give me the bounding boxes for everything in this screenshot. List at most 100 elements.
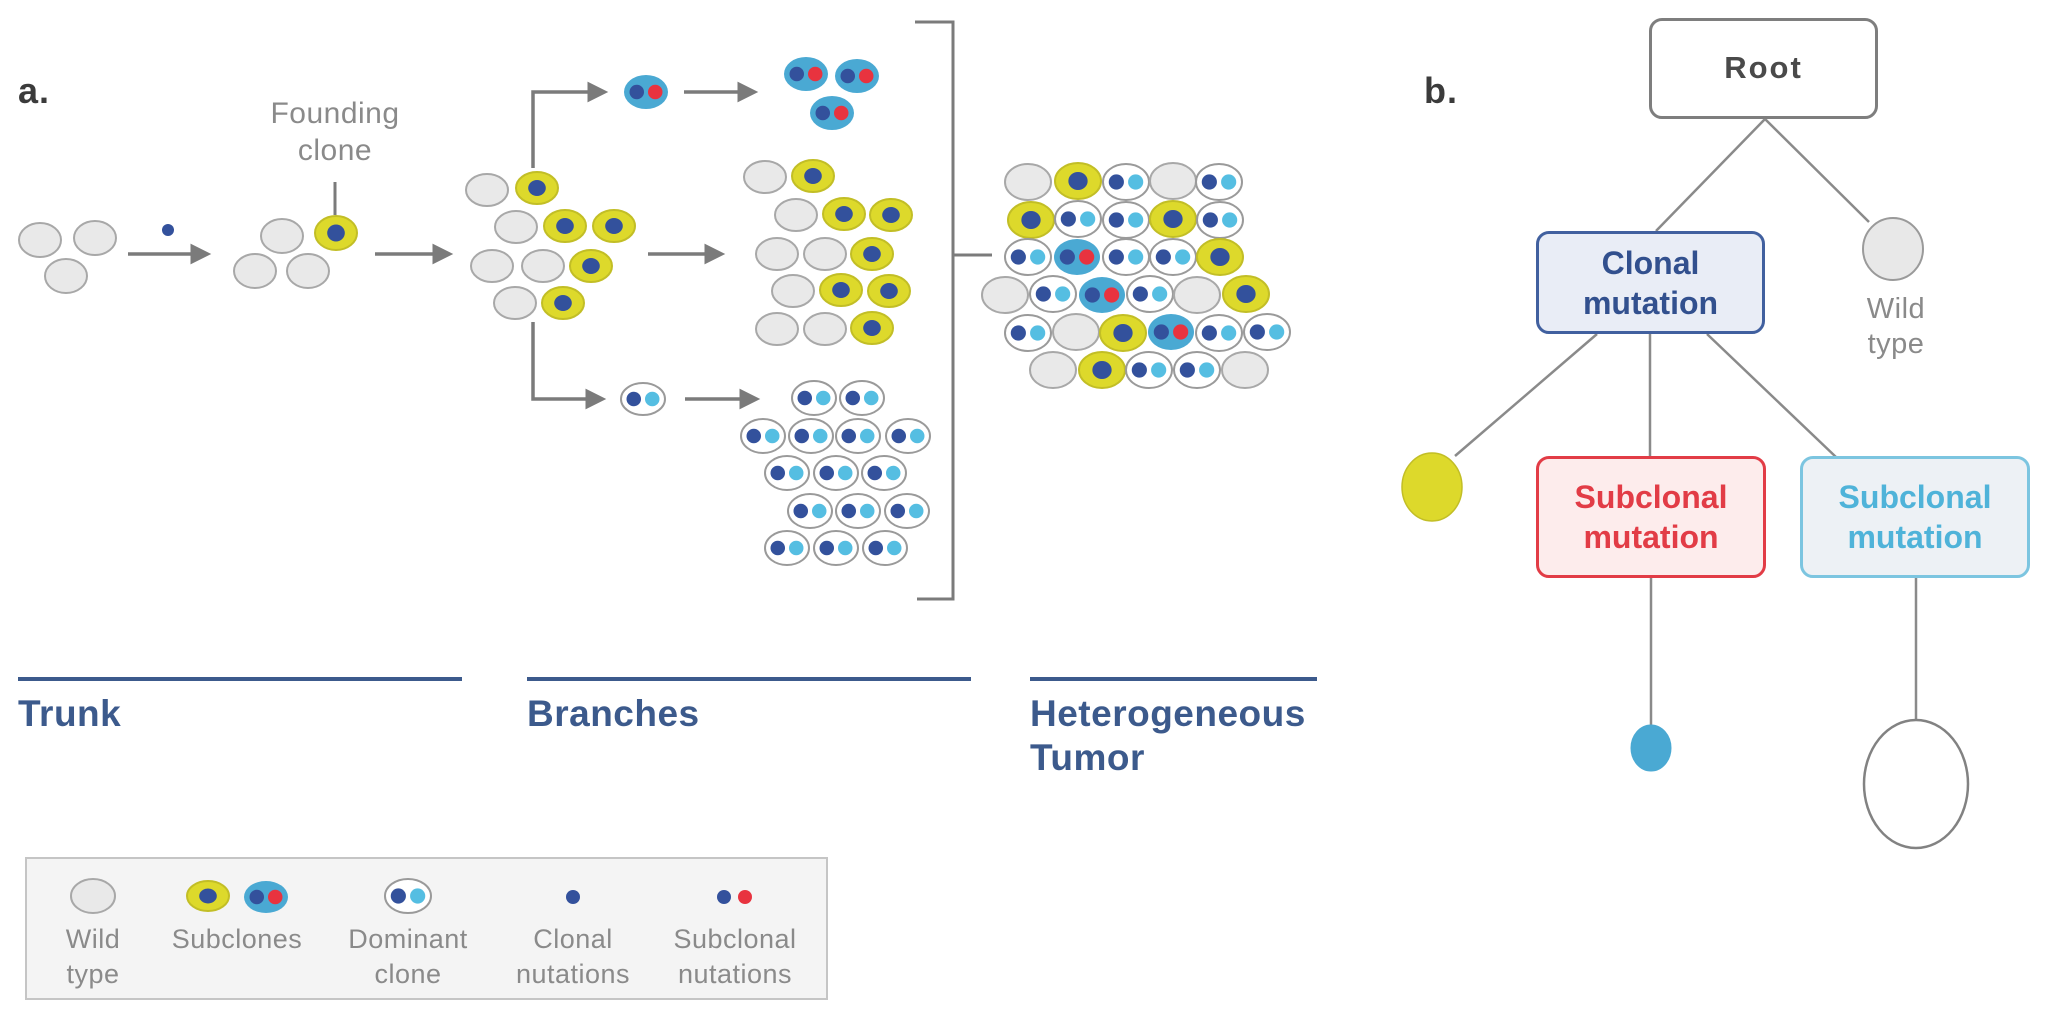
clonal-mutation-dot (1108, 249, 1124, 265)
bracket (915, 20, 955, 601)
tree-edge (1764, 118, 1870, 223)
subclonal-mutation-dot (647, 84, 663, 100)
subclonal-mutation-dot (738, 890, 752, 904)
dominant-clone-cell (384, 878, 432, 914)
wild-type-cell (44, 258, 88, 294)
tree-node-root: Root (1649, 18, 1878, 119)
dominant-clone-cell (1004, 238, 1052, 276)
wild-type-cell (1029, 351, 1077, 389)
clonal-mutation-dot (1108, 174, 1124, 190)
subclonal-mutation-dot (1221, 325, 1237, 341)
clonal-mutation-dot (1236, 285, 1256, 303)
clonal-mutation-dot (249, 889, 265, 905)
section-label-heterogeneous-tumor: Heterogeneous Tumor (1030, 693, 1306, 779)
dominant-clone-cell (787, 493, 833, 529)
subclonal-mutation-dot (644, 391, 660, 407)
dominant-clone-cell (1195, 314, 1243, 352)
subclonal-mutation-dot (837, 540, 853, 556)
wild-type-cell (1149, 162, 1197, 200)
wild-type-cell (470, 249, 514, 283)
clonal-mutation-dot (770, 465, 786, 481)
wild-type-cell (286, 253, 330, 289)
legend-label-clonal-nutations: Clonal nutations (515, 924, 631, 989)
dominant-clone-cell (1195, 163, 1243, 201)
subclonal-mutation-dot (858, 68, 874, 84)
clonal-mutation-dot (863, 246, 881, 262)
subclonal-mutation-dot (812, 428, 828, 444)
branch-arrow (531, 322, 607, 410)
clonal-mutation-dot (605, 218, 623, 234)
wild-type-cell (755, 312, 799, 346)
wild-type-cell (803, 312, 847, 346)
dominant-clone-cell (764, 530, 810, 566)
clonal-mutation-dot (1108, 212, 1124, 228)
dominant-clone-cell (1004, 314, 1052, 352)
clonal-mutation-dot (554, 295, 572, 311)
subclonal-mutation-dot (1030, 249, 1046, 265)
subclonal-mutation-dot (410, 888, 426, 904)
founding-clone-annotation: Founding clone (270, 97, 400, 167)
section-label-trunk: Trunk (18, 693, 122, 734)
subclonal-mutation-dot (764, 428, 780, 444)
subclonal-mutation-dot (859, 428, 875, 444)
dominant-clone-cell (791, 380, 837, 416)
dominant-clone-cell (813, 455, 859, 491)
blue-subclone-cell (1079, 277, 1125, 313)
clonal-mutation-dot (1153, 324, 1169, 340)
dominant-clone-cell (788, 418, 834, 454)
subclonal-mutation-dot (1128, 174, 1144, 190)
subclonal-mutation-dot (1151, 362, 1167, 378)
subclonal-mutation-dot (1221, 174, 1237, 190)
clonal-mutation-dot (815, 105, 831, 121)
wild-type-cell (73, 220, 117, 256)
subclonal-mutation-dot (815, 390, 831, 406)
dominant-clone-cell (884, 493, 930, 529)
wild-type-cell (803, 237, 847, 271)
clonal-mutation-dot (867, 465, 883, 481)
panel-a-label: a. (18, 70, 51, 111)
clonal-mutation-dot (794, 428, 810, 444)
tree-node-subclonal-mutation-red: Subclonal mutation (1536, 456, 1766, 578)
clonal-mutation-dot (891, 428, 907, 444)
dominant-clone-cell (1126, 275, 1174, 313)
blue-subclone-cell (1054, 239, 1100, 275)
blue-subclone-cell (624, 75, 668, 109)
clonal-mutation-dot (1010, 249, 1026, 265)
blue-subclone-cell (244, 881, 288, 913)
dominant-clone-cell (862, 530, 908, 566)
clonal-mutation-dot (793, 503, 809, 519)
subclonal-mutation-dot (1175, 249, 1191, 265)
dominant-clone-cell (861, 455, 907, 491)
dominant-clone-cell (764, 455, 810, 491)
subclonal-mutation-dot (908, 503, 924, 519)
subclonal-mutation-dot (833, 105, 849, 121)
clonal-mutation-dot (1132, 286, 1148, 302)
dominant-clone-cell (835, 418, 881, 454)
clonal-mutation-dot (890, 503, 906, 519)
tree-edge (1655, 118, 1766, 232)
clonal-mutation-dot (717, 890, 731, 904)
clonal-mutation-dot (840, 68, 856, 84)
dominant-clone-cell (620, 382, 666, 416)
yellow-subclone-node (1401, 452, 1463, 522)
subclonal-mutation-dot (909, 428, 925, 444)
clonal-mutation-dot (819, 465, 835, 481)
tree-node-subclonal-mutation-blue: Subclonal mutation (1800, 456, 2030, 578)
branch-arrow (531, 81, 609, 168)
clonal-mutation-dot (629, 84, 645, 100)
clonal-mutation-dot (835, 206, 853, 222)
clonal-mutation-dot (528, 180, 546, 196)
wild-type-cell (465, 173, 509, 207)
panel-b-label: b. (1424, 70, 1458, 111)
wild-type-cell (493, 286, 537, 320)
clonal-mutation-dot (1113, 324, 1133, 342)
blue-subclone-node (1630, 724, 1672, 772)
clonal-mutation-dot (882, 207, 900, 223)
dominant-clone-cell (740, 418, 786, 454)
subclonal-mutation-dot (788, 465, 804, 481)
clonal-mutation-dot (841, 503, 857, 519)
wild-type-cell (18, 222, 62, 258)
subclonal-mutation-dot (1104, 287, 1120, 303)
